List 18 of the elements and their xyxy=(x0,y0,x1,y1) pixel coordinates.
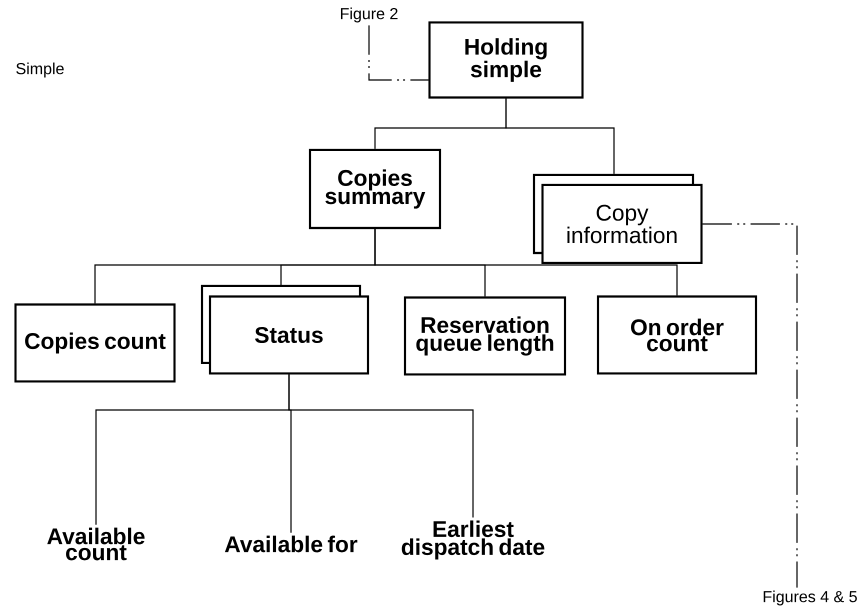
note-label: Simple xyxy=(16,62,64,78)
reference-text: Figure 2 xyxy=(340,8,398,22)
entity-box: Copies count xyxy=(14,303,176,383)
reference-line xyxy=(702,223,798,588)
tree-connector xyxy=(374,229,678,296)
entity-box: Holding simple xyxy=(428,21,584,99)
entity-box: Reservation queue length xyxy=(404,296,566,376)
tree-connector xyxy=(505,98,615,174)
entity-box: On order count xyxy=(596,295,758,375)
node-text: Available count xyxy=(47,528,145,560)
reference-line xyxy=(368,25,428,81)
node-text: Earliest dispatch date xyxy=(402,520,544,560)
stacked-box: Copy information xyxy=(532,174,703,264)
stacked-box: Status xyxy=(200,284,370,375)
tree-connector xyxy=(288,374,474,518)
entity-box: Copies summary xyxy=(308,148,442,230)
reference-text: Figures 4 & 5 xyxy=(764,590,857,606)
node-text: Available for xyxy=(224,536,358,552)
